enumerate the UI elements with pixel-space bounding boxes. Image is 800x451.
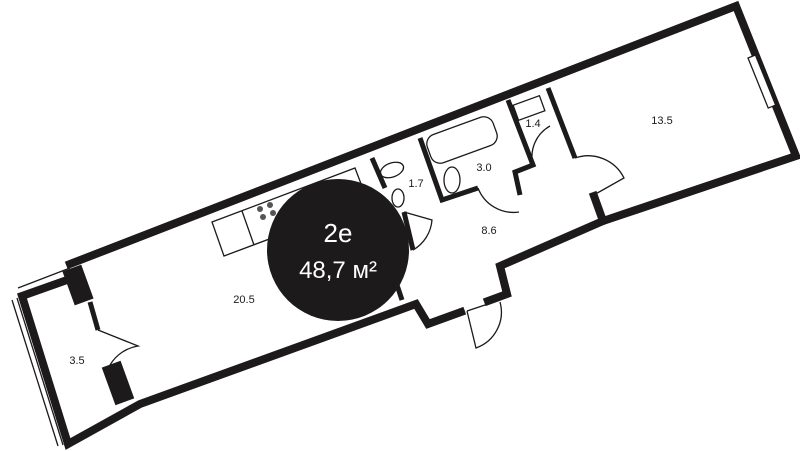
apartment-type: 2е	[324, 218, 353, 248]
room-area-closet: 1.4	[525, 118, 540, 130]
outer-walls	[17, 0, 800, 450]
apartment-badge: 2е 48,7 м²	[267, 179, 409, 321]
room-area-toilet: 1.7	[408, 178, 423, 190]
room-area-living: 20.5	[233, 294, 254, 306]
bathroom-fixtures	[379, 94, 546, 208]
balcony-railing	[11, 267, 73, 447]
balcony-partition	[62, 264, 141, 406]
room-area-bedroom: 13.5	[651, 115, 672, 127]
doors	[403, 125, 625, 349]
room-area-balcony: 3.5	[69, 355, 84, 367]
room-area-hallway: 8.6	[481, 225, 496, 237]
window	[747, 54, 777, 109]
total-area: 48,7 м²	[299, 257, 377, 284]
room-area-bathroom: 3.0	[476, 162, 491, 174]
